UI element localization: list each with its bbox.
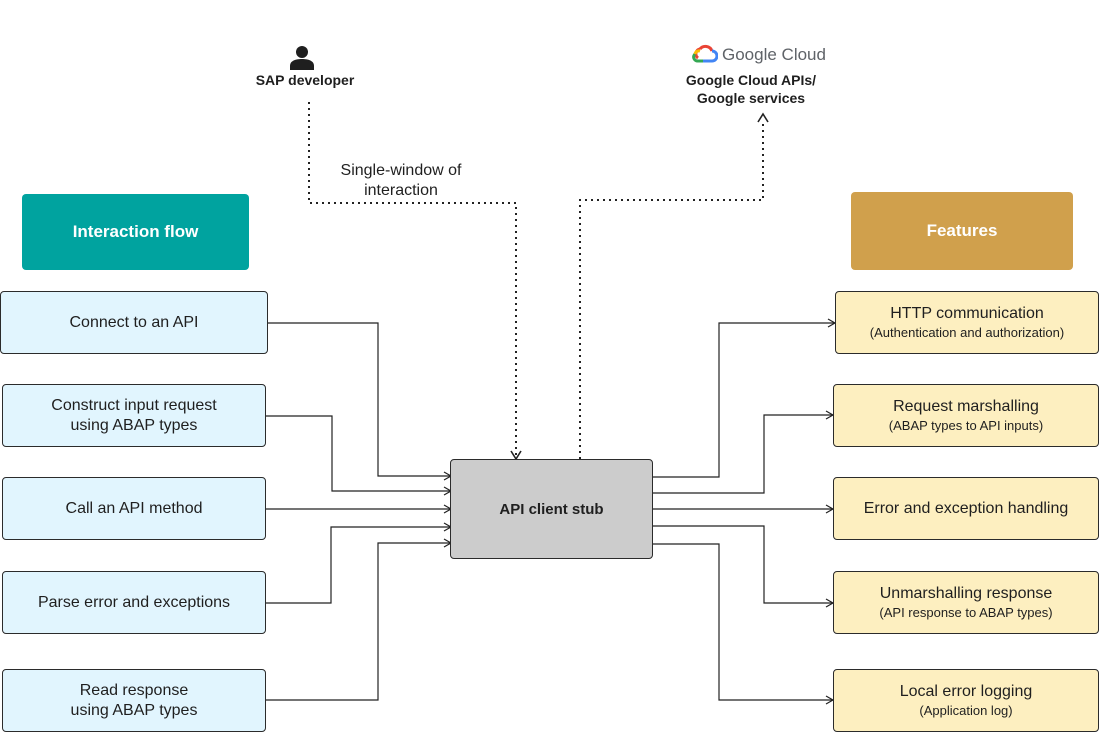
dotted-cloud-connector xyxy=(579,120,764,459)
feature-subtitle: (Authentication and authorization) xyxy=(869,325,1065,340)
flow-construct-input-request: Construct input request using ABAP types xyxy=(2,384,266,447)
header-features: Features xyxy=(851,192,1073,270)
feature-local-error-logging: Local error logging (Application log) xyxy=(833,669,1099,732)
feature-title: Error and exception handling xyxy=(863,499,1069,517)
dotted-developer-connector xyxy=(308,102,517,455)
feature-subtitle: (Application log) xyxy=(919,703,1013,718)
feature-error-handling: Error and exception handling xyxy=(833,477,1099,540)
header-interaction-flow: Interaction flow xyxy=(22,194,249,270)
feature-unmarshalling-response: Unmarshalling response (API response to … xyxy=(833,571,1099,634)
feature-request-marshalling: Request marshalling (ABAP types to API i… xyxy=(833,384,1099,447)
feature-http-communication: HTTP communication (Authentication and a… xyxy=(835,291,1099,354)
feature-subtitle: (API response to ABAP types) xyxy=(879,605,1053,620)
feature-title: Request marshalling xyxy=(893,398,1039,415)
feature-subtitle: (ABAP types to API inputs) xyxy=(888,418,1044,433)
connector-parse xyxy=(266,522,453,604)
connector-construct xyxy=(266,415,453,496)
flow-call-api-method: Call an API method xyxy=(2,477,266,540)
feature-title: Local error logging xyxy=(899,683,1033,700)
connector-connect xyxy=(268,322,453,481)
connector-http xyxy=(652,318,837,478)
google-cloud-logo-text: Google Cloud xyxy=(722,45,826,64)
connector-unmarshal xyxy=(652,525,835,608)
api-client-stub: API client stub xyxy=(450,459,653,559)
cloud-services-label: Google Cloud APIs/ Google services xyxy=(685,72,817,106)
interaction-label: Single-window of interaction xyxy=(340,162,462,199)
developer-label: SAP developer xyxy=(255,72,355,88)
person-icon xyxy=(290,46,314,70)
connector-request xyxy=(652,410,835,494)
flow-read-response: Read response using ABAP types xyxy=(2,669,266,732)
connector-read xyxy=(266,538,453,701)
google-cloud-logo-icon xyxy=(692,44,718,63)
feature-title: Unmarshalling response xyxy=(879,585,1053,602)
cloud-arrowhead xyxy=(757,112,769,123)
flow-parse-error: Parse error and exceptions xyxy=(2,571,266,634)
flow-connect-to-api: Connect to an API xyxy=(0,291,268,354)
feature-title: HTTP communication xyxy=(890,305,1044,322)
connector-logging xyxy=(652,543,835,705)
